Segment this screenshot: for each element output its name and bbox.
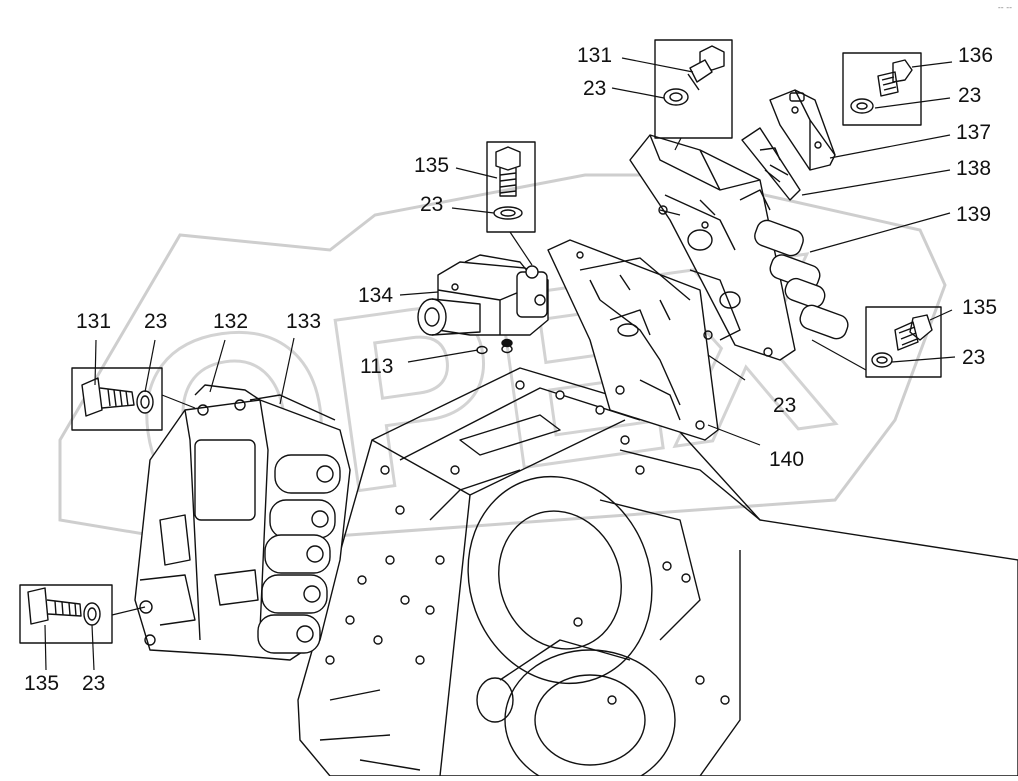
- callout-135-right: 135: [962, 296, 998, 319]
- callout-140: 140: [769, 448, 805, 471]
- separator-plate-140: [547, 239, 719, 441]
- bolt-135-right: [865, 306, 942, 378]
- callout-133: 133: [286, 310, 322, 333]
- callout-138: 138: [956, 157, 992, 180]
- corner-mark: -- --: [997, 3, 1012, 12]
- callout-23-left: 23: [144, 310, 168, 333]
- callout-132: 132: [213, 310, 249, 333]
- solenoid-valve-134: [417, 254, 549, 336]
- callout-131-top: 131: [577, 44, 613, 67]
- callout-23-middle: 23: [420, 193, 444, 216]
- callout-136: 136: [958, 44, 994, 67]
- bolt-136: [842, 52, 922, 126]
- callout-139: 139: [956, 203, 992, 226]
- callout-23-bottom-left: 23: [82, 672, 106, 695]
- callout-23-top: 23: [583, 77, 607, 100]
- valve-body-left: [134, 384, 351, 661]
- callout-23-right: 23: [962, 346, 986, 369]
- bolt-135-middle: [486, 141, 536, 233]
- leader-lines: [44, 57, 956, 671]
- callout-134: 134: [358, 284, 394, 307]
- transmission-housing: [297, 367, 1018, 781]
- callout-23-plate: 23: [773, 394, 797, 417]
- callout-23-top-right: 23: [958, 84, 982, 107]
- callout-137: 137: [956, 121, 992, 144]
- callout-135-bottom-left: 135: [24, 672, 60, 695]
- bolt-131-top: [654, 39, 733, 139]
- callout-131-left: 131: [76, 310, 112, 333]
- bolt-135-left: [19, 584, 113, 644]
- orings-113: [476, 338, 513, 355]
- gasket-138: [741, 127, 801, 201]
- bolt-131-left: [71, 367, 163, 431]
- cover-137: [769, 89, 836, 171]
- callout-135-middle: 135: [414, 154, 450, 177]
- valve-plate-139: [629, 134, 849, 361]
- callout-113: 113: [360, 355, 394, 378]
